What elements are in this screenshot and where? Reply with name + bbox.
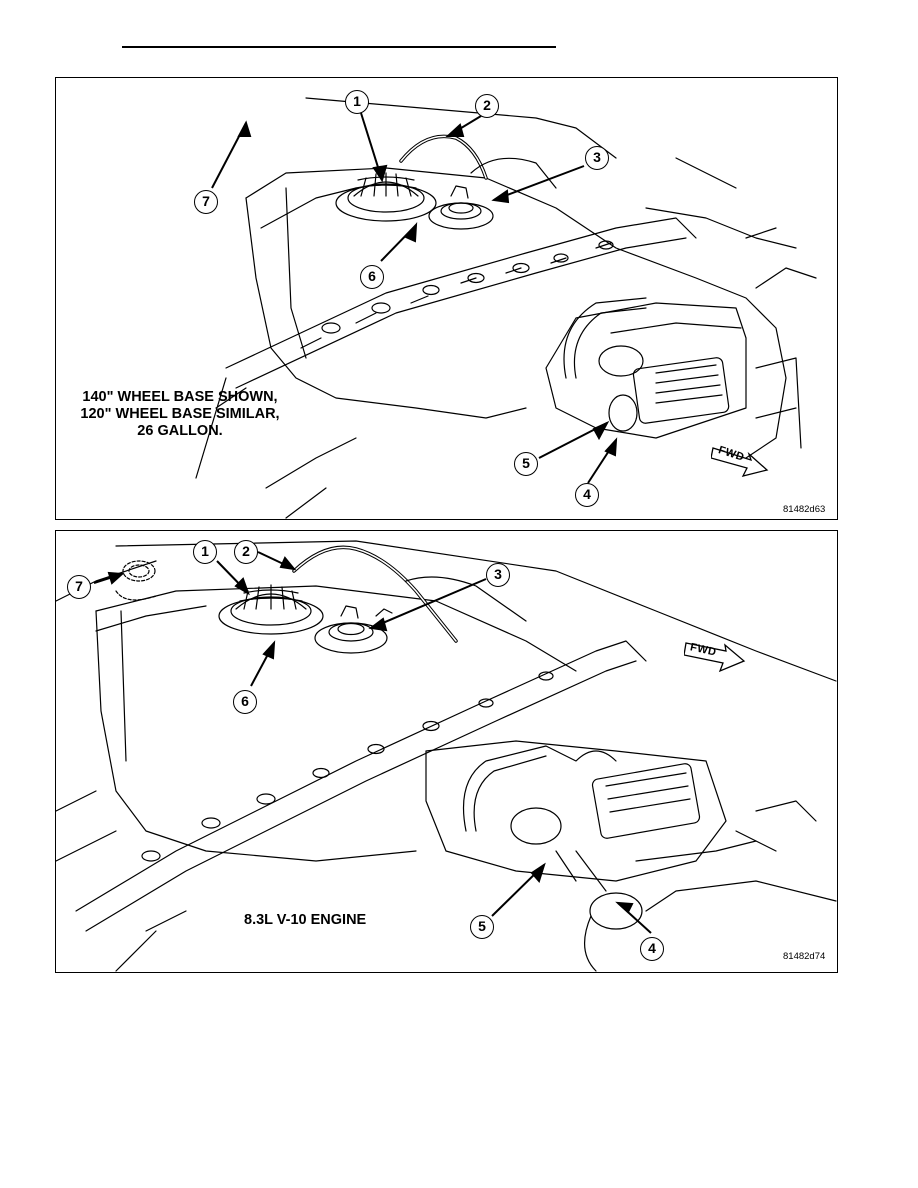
callout-6: 6: [233, 690, 257, 714]
callout-6: 6: [360, 265, 384, 289]
callout-7: 7: [194, 190, 218, 214]
caption-line-2: 120" WHEEL BASE SIMILAR,: [80, 406, 280, 422]
callout-1: 1: [345, 90, 369, 114]
figure-140-wheelbase: 1 2 3 4 5 6 7 140" WHEEL BASE SHOWN, 120…: [55, 77, 838, 520]
forward-arrow-icon: [684, 642, 746, 673]
figure-ref-code: 81482d63: [783, 504, 826, 515]
caption-line-3: 26 GALLON.: [137, 423, 223, 439]
callout-5: 5: [470, 915, 494, 939]
fuel-tank-drawing: [195, 97, 817, 519]
figure-ref-code: 81482d74: [783, 951, 826, 962]
figure-v10-engine: 1 2 3 4 5 6 7 8.3L V-10 ENGINE FWD 81482…: [55, 530, 838, 973]
caption-line-1: 140" WHEEL BASE SHOWN,: [82, 389, 278, 405]
fuel-tank-drawing: [56, 540, 837, 972]
callout-4: 4: [575, 483, 599, 507]
figure-caption: 8.3L V-10 ENGINE: [244, 912, 366, 929]
callout-3: 3: [486, 563, 510, 587]
callout-5: 5: [514, 452, 538, 476]
leader-lines: [211, 112, 618, 484]
callout-1: 1: [193, 540, 217, 564]
callout-2: 2: [475, 94, 499, 118]
callout-4: 4: [640, 937, 664, 961]
callout-2: 2: [234, 540, 258, 564]
callout-3: 3: [585, 146, 609, 170]
callout-7: 7: [67, 575, 91, 599]
caption-line-1: 8.3L V-10 ENGINE: [244, 912, 367, 928]
figure-caption: 140" WHEEL BASE SHOWN, 120" WHEEL BASE S…: [65, 389, 295, 440]
header-rule: [122, 46, 556, 48]
forward-arrow-icon: [711, 447, 769, 477]
leader-lines: [93, 551, 652, 934]
